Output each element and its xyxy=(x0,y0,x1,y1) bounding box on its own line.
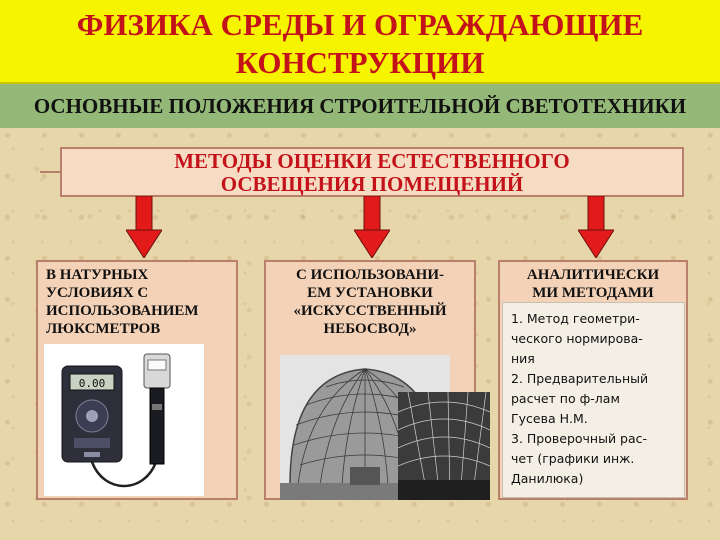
meter-display: 0.00 xyxy=(79,377,106,390)
luxmeter-photo: 0.00 xyxy=(44,344,204,496)
heading-line: АНАЛИТИЧЕСКИ xyxy=(526,267,660,283)
slide-title: ФИЗИКА СРЕДЫ И ОГРАЖДАЮЩИЕ КОНСТРУКЦИИ xyxy=(0,0,720,84)
slide-title-line-2: КОНСТРУКЦИИ xyxy=(235,45,485,80)
dome-interior-photo xyxy=(397,391,491,501)
heading-line: МИ МЕТОДАМИ xyxy=(532,285,654,301)
list-line: расчет по ф-лам xyxy=(511,391,620,406)
list-line: 3. Проверочный рас- xyxy=(511,431,648,446)
analytic-methods-list: 1. Метод геометри- ческого нормирова- ни… xyxy=(502,302,685,498)
heading-line: В НАТУРНЫХ xyxy=(46,267,149,283)
heading-line: ИСПОЛЬЗОВАНИЕМ xyxy=(46,303,199,319)
connector-lines xyxy=(40,171,60,173)
method-heading: АНАЛИТИЧЕСКИ МИ МЕТОДАМИ xyxy=(500,262,686,302)
slide-subtitle: ОСНОВНЫЕ ПОЛОЖЕНИЯ СТРОИТЕЛЬНОЙ СВЕТОТЕХ… xyxy=(0,84,720,128)
heading-line: ЕМ УСТАНОВКИ xyxy=(307,285,433,301)
list-line: 2. Предварительный xyxy=(511,371,649,386)
list-line: Данилюка) xyxy=(511,471,584,486)
arrow-down-icon-left xyxy=(126,196,162,258)
heading-line: С ИСПОЛЬЗОВАНИ- xyxy=(295,267,444,283)
list-line: чет (графики инж. xyxy=(511,451,635,466)
methods-heading-line-1: МЕТОДЫ ОЦЕНКИ ЕСТЕСТВЕННОГО xyxy=(174,149,570,173)
heading-line: «ИСКУССТВЕННЫЙ xyxy=(293,303,447,319)
luxmeter-illustration: 0.00 xyxy=(61,353,171,488)
list-line: 1. Метод геометри- xyxy=(511,311,640,326)
slide-title-line-1: ФИЗИКА СРЕДЫ И ОГРАЖДАЮЩИЕ xyxy=(76,7,644,42)
list-line: ния xyxy=(511,351,535,366)
method-heading: С ИСПОЛЬЗОВАНИ- ЕМ УСТАНОВКИ «ИСКУССТВЕН… xyxy=(266,262,474,338)
arrow-down-icon-right xyxy=(578,196,614,258)
methods-heading-box: МЕТОДЫ ОЦЕНКИ ЕСТЕСТВЕННОГО ОСВЕЩЕНИЯ ПО… xyxy=(60,147,684,197)
methods-heading-line-2: ОСВЕЩЕНИЯ ПОМЕЩЕНИЙ xyxy=(220,172,524,196)
dome-interior-illustration xyxy=(397,391,491,501)
list-line: ческого нормирова- xyxy=(511,331,643,346)
list-line: Гусева Н.М. xyxy=(511,411,588,426)
heading-line: УСЛОВИЯХ С xyxy=(46,285,149,301)
heading-line: ЛЮКСМЕТРОВ xyxy=(46,321,161,337)
heading-line: НЕБОСВОД» xyxy=(323,321,417,337)
method-heading: В НАТУРНЫХ УСЛОВИЯХ С ИСПОЛЬЗОВАНИЕМ ЛЮК… xyxy=(38,262,236,338)
arrow-down-icon-center xyxy=(354,196,390,258)
